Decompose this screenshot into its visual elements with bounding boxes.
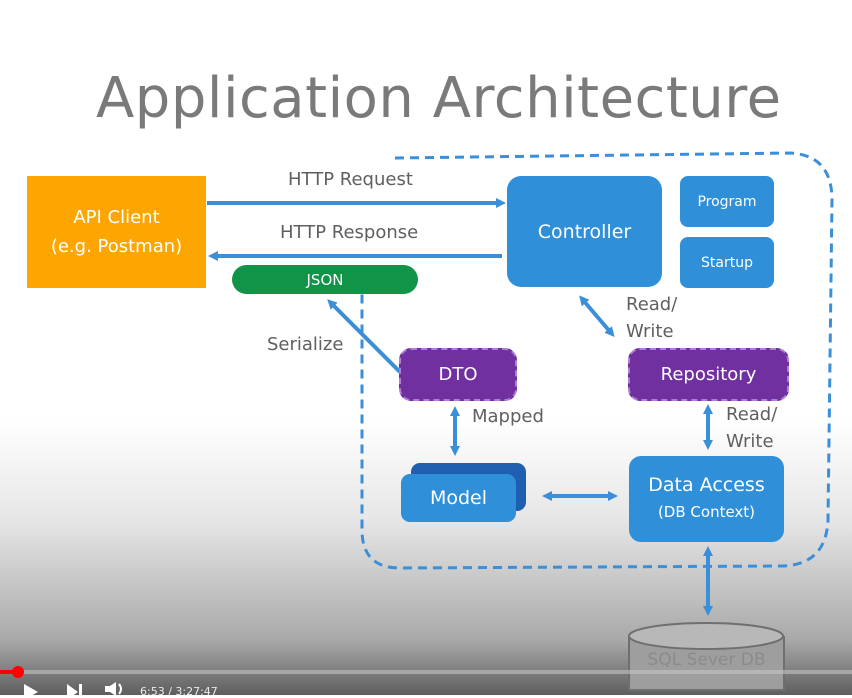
- model-box: Model: [401, 474, 516, 522]
- database-cylinder: [628, 622, 785, 691]
- progress-played: [0, 670, 18, 674]
- controller-box: Controller: [507, 176, 662, 287]
- startup-box: Startup: [680, 237, 774, 288]
- read-write-label-2b: Write: [726, 431, 774, 452]
- read-write-label-2a: Read/: [726, 404, 778, 425]
- next-icon[interactable]: [66, 684, 84, 696]
- read-write-label-1a: Read/: [626, 294, 678, 315]
- progress-bar[interactable]: [0, 670, 852, 674]
- volume-icon[interactable]: [104, 682, 126, 695]
- api-client-example: (e.g. Postman): [50, 236, 183, 257]
- program-box: Program: [680, 176, 774, 227]
- video-time: 6:53 / 3:27:47: [140, 685, 218, 698]
- data-access-box: Data Access (DB Context): [629, 456, 784, 542]
- scrubber-handle[interactable]: [12, 666, 24, 678]
- http-request-label: HTTP Request: [288, 169, 413, 190]
- app-boundary: [360, 151, 834, 570]
- http-response-label: HTTP Response: [280, 222, 419, 243]
- data-access-label: Data Access: [648, 474, 765, 496]
- mapped-label: Mapped: [472, 406, 544, 427]
- database-label: SQL Sever DB: [647, 650, 766, 670]
- json-pill: JSON: [232, 265, 418, 294]
- play-icon[interactable]: [22, 684, 40, 696]
- read-write-label-1b: Write: [626, 321, 674, 342]
- serialize-arrow: [327, 299, 402, 374]
- player-controls: [0, 674, 852, 696]
- repository-box: Repository: [628, 348, 789, 401]
- api-client-label: API Client: [73, 207, 160, 228]
- api-client-box: API Client (e.g. Postman): [27, 176, 206, 288]
- serialize-label: Serialize: [267, 334, 344, 355]
- controller-repo-arrow: [579, 295, 615, 338]
- db-context-label: (DB Context): [657, 503, 756, 521]
- dto-box: DTO: [399, 348, 517, 401]
- slide-title: Application Architecture: [96, 66, 782, 131]
